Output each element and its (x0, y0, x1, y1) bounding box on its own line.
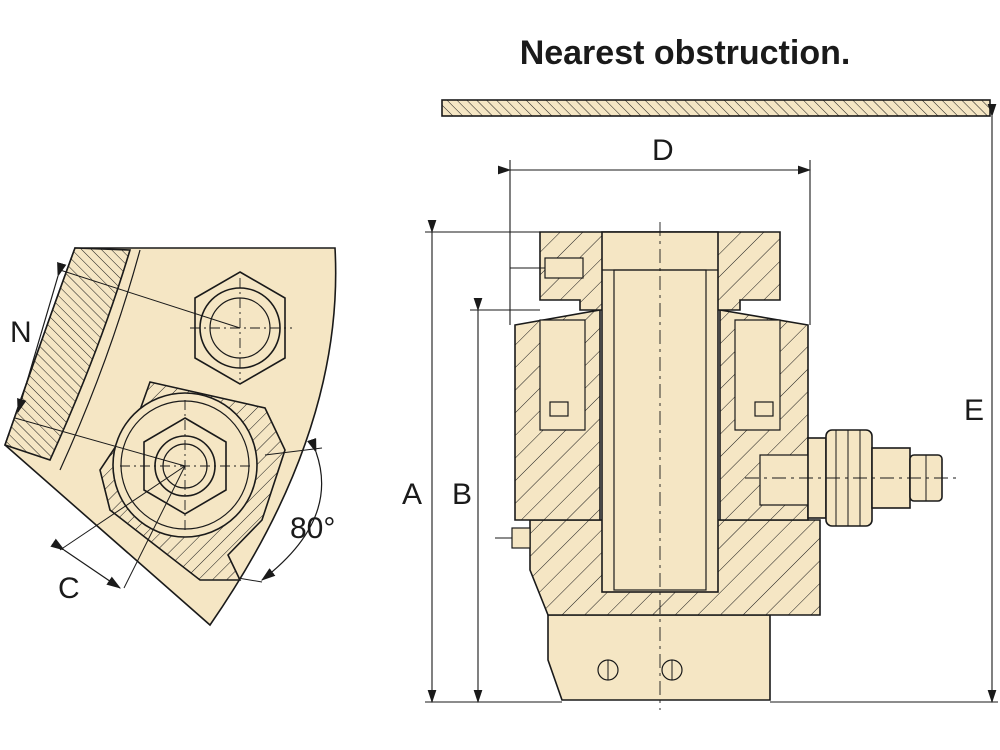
obstruction-plate (441, 99, 991, 117)
label-d: D (652, 134, 674, 167)
dimension-c-line (50, 538, 121, 589)
dimension-lines (425, 103, 998, 704)
label-angle-80: 80° (290, 512, 335, 545)
label-b: B (452, 478, 472, 511)
cylinder-section-view (495, 222, 960, 710)
dimension-n-line (17, 261, 67, 414)
label-a: A (402, 478, 422, 511)
label-e: E (964, 394, 984, 427)
cylinder-base (547, 614, 771, 701)
flange-top-view (3, 247, 337, 627)
stop-screw (544, 257, 584, 279)
angle-80-arc (261, 437, 323, 581)
diagram-title: Nearest obstruction. (519, 34, 851, 72)
label-c: C (58, 572, 80, 605)
label-n: N (10, 316, 32, 349)
set-screw (511, 527, 531, 549)
